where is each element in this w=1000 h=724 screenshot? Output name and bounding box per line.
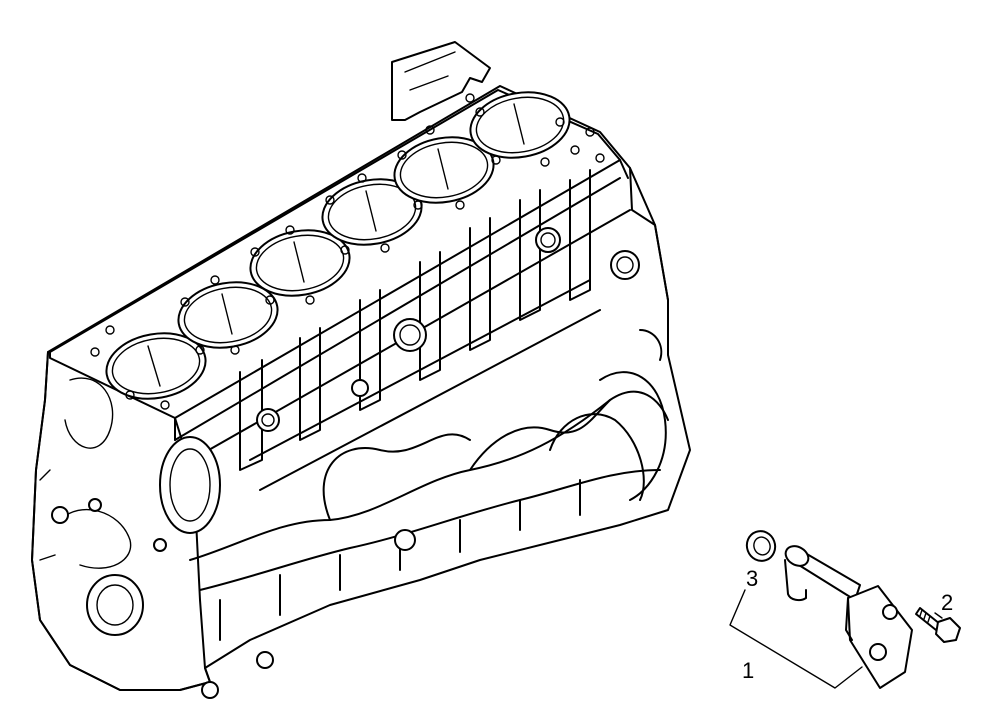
side-bosses <box>256 227 640 432</box>
crankcase-skirt <box>189 390 669 641</box>
rear-face <box>599 167 669 501</box>
cylinder-bores <box>105 91 571 400</box>
seal-ring-part-3 <box>745 530 777 562</box>
callout-2: 2 <box>941 590 953 615</box>
bolt-part-2 <box>915 607 961 643</box>
oil-pipe-part-1 <box>784 545 913 689</box>
callout-1: 1 <box>742 658 754 683</box>
front-face <box>31 351 416 699</box>
callout-3: 3 <box>746 566 758 591</box>
engine-block <box>31 41 691 699</box>
leader-lines <box>729 589 943 689</box>
head-bolt-holes <box>90 93 605 410</box>
